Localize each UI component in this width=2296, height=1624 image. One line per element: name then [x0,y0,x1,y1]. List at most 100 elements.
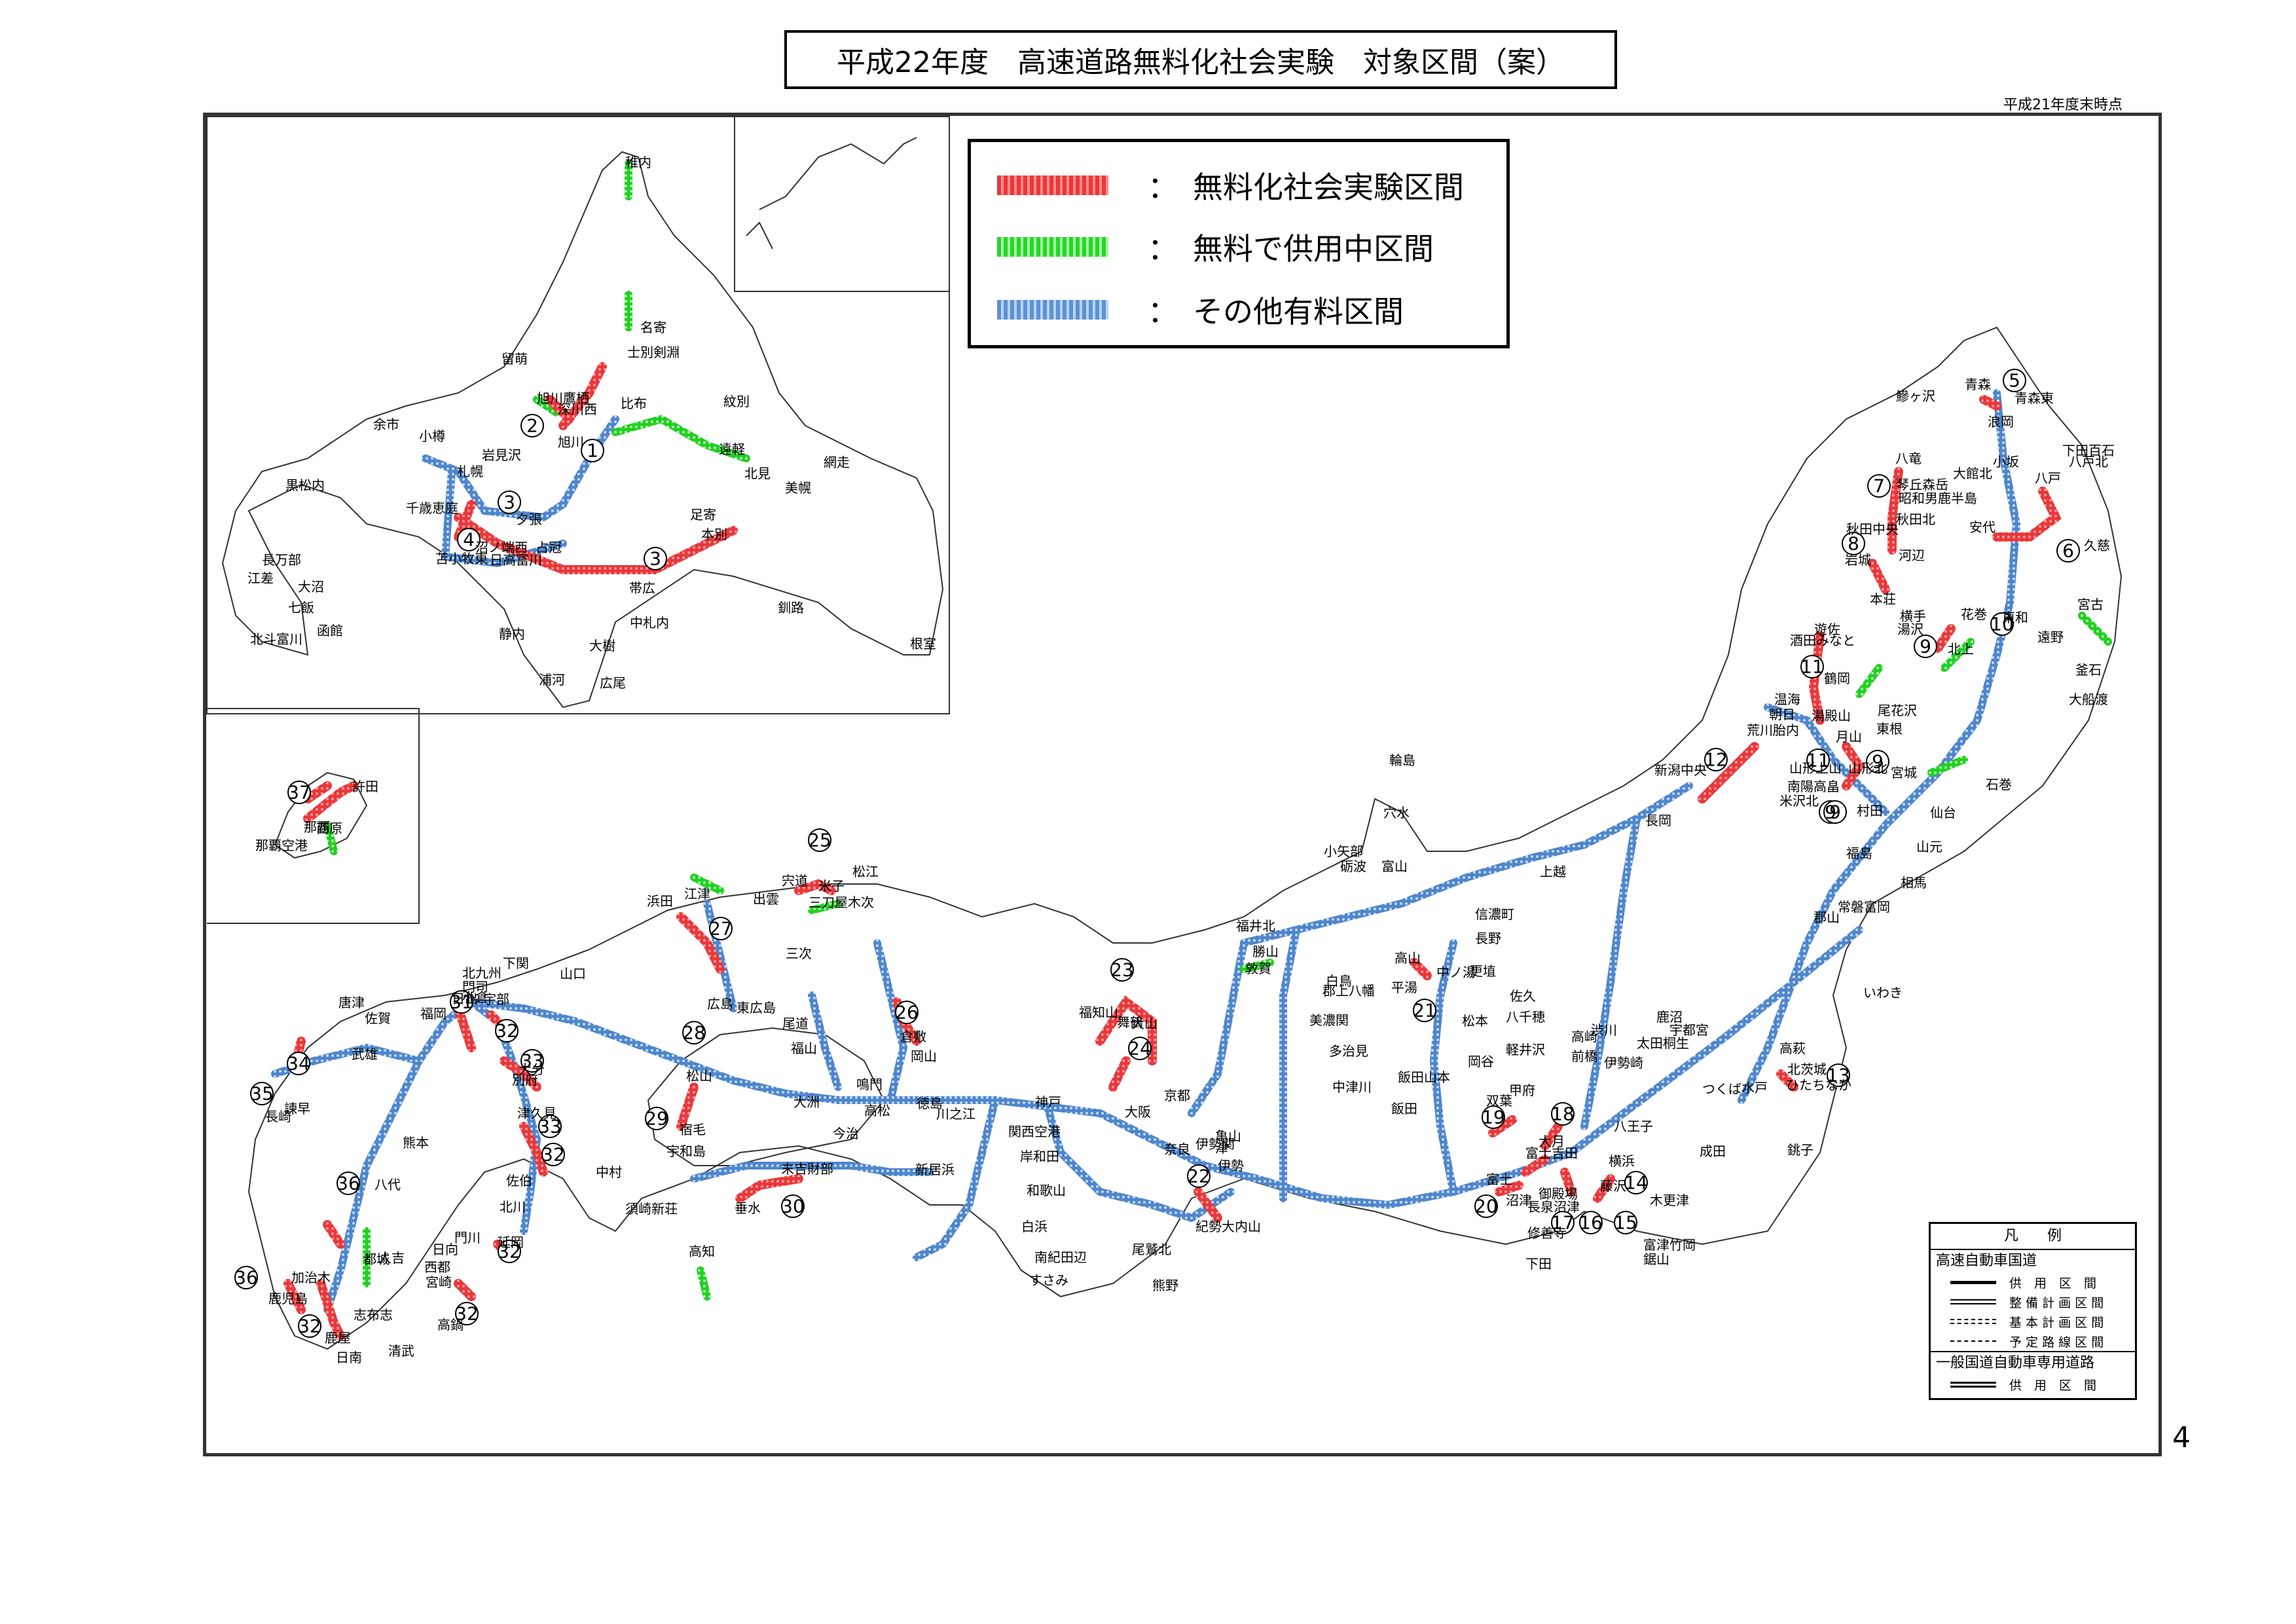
place-label: 足寄 [690,507,716,523]
place-label: 青森東 [2014,390,2054,406]
place-label: 福井北 [1236,918,1275,934]
place-label: 福山 [791,1041,817,1056]
place-label: 留萌 [501,351,528,367]
place-label: 久慈 [2084,538,2110,553]
place-label: 秋田北 [1896,511,1935,527]
section-number: 35 [250,1083,274,1105]
place-label: 穴水 [1383,805,1410,821]
place-label: 網走 [824,454,850,470]
line-swatch [1950,1280,1996,1284]
place-label: 八代 [374,1177,401,1192]
place-label: 温海 [1774,692,1800,707]
place-label: 石巻 [1986,777,2012,792]
section-number: 7 [1873,475,1885,497]
place-label: 長万部 [262,552,301,568]
place-label: 那覇 [304,819,330,835]
place-label: 遠野 [2037,629,2064,645]
section-number: 25 [808,830,831,851]
place-label: 日出 [452,991,478,1006]
section-number: 32 [495,1020,519,1042]
place-label: 更埴 [1470,963,1496,979]
legend-label: ： 無料で供用中区間 [1148,231,1434,267]
place-label: 渋川 [1591,1022,1617,1038]
place-label: 平湯 [1391,980,1417,995]
place-label: 富津竹岡 [1643,1237,1696,1253]
legend-divider [1931,1351,2135,1352]
section-number: 14 [1624,1172,1648,1194]
place-label: 宿毛 [680,1122,706,1137]
place-label: 那覇空港 [255,838,308,853]
section-number: 24 [1128,1038,1152,1060]
place-label: 山口 [560,966,586,982]
place-label: 新居浜 [915,1162,955,1177]
free-in-use-network [323,160,2112,1301]
place-label: 和歌山 [1027,1183,1066,1198]
place-label: 静内 [499,626,525,642]
section-number: 12 [1704,749,1728,771]
place-label: 湯沢 [1897,621,1923,637]
place-label: 津 [1215,1140,1228,1156]
section-number: 1 [587,440,598,462]
place-label: 熊本 [403,1135,429,1151]
place-label: 紋別 [723,394,750,409]
place-label: 月山 [1836,729,1862,745]
place-label: 南陽高畠 [1787,779,1840,794]
place-label: 米子 [818,878,845,894]
place-label: 唐津 [338,995,365,1010]
place-label: 宇部 [483,991,509,1007]
place-label: 垂水 [735,1200,761,1216]
page-number: 4 [2172,1421,2191,1454]
section-number: 19 [1482,1107,1505,1128]
section-number: 32 [298,1316,321,1337]
place-label: 松本 [1462,1013,1488,1029]
place-label: 伊勢 [1218,1158,1244,1173]
place-label: すさみ [1029,1272,1068,1288]
line-swatch [1950,1340,1996,1342]
northern-islands-inset-frame [734,117,949,292]
place-label: 伊勢崎 [1604,1055,1643,1071]
place-label: 須崎新荘 [625,1201,678,1217]
place-label: 北斗富川 [250,631,302,647]
place-label: 大分 [519,1061,545,1077]
section-number: 11 [1806,750,1830,771]
line-swatch [1950,1381,1996,1388]
section-number: 9 [1829,802,1841,823]
line-swatch [1950,1299,1996,1304]
place-label: 砺波 [1340,858,1366,874]
place-label: 上越 [1540,864,1566,879]
section-number: 22 [1187,1166,1211,1187]
section-number-labels: 1 2 3 3 4 5 6 7 8 9 9 9 9 10 11 11 12 13… [234,370,2074,1337]
place-label: 京都 [1164,1088,1190,1103]
place-label: 富士吉田 [1525,1145,1578,1161]
place-label: 北川 [500,1199,526,1215]
place-label: 鹿屋 [325,1330,351,1346]
place-label: 大阪 [1125,1104,1151,1120]
place-label: 郡山 [1813,910,1840,925]
section-number: 15 [1614,1212,1637,1234]
place-label: 延岡 [498,1234,524,1250]
place-label: 根室 [910,636,936,652]
place-label: 舞鶴 [1117,1014,1143,1030]
place-labels-kanto-chubu: 輪島 穴水 小矢部 砺波 富山 福井北 勝山 中ノ湯 平湯 高山 上越 信濃町 … [1008,752,1851,1293]
place-label: 福知山 [1079,1005,1118,1020]
section-number: 32 [498,1241,521,1263]
place-label: 川之江 [936,1106,975,1122]
place-label: 中村 [596,1164,622,1180]
place-label: 高山 [1394,950,1421,966]
place-label: 飯田山本 [1398,1069,1450,1085]
place-label: 小矢部 [1324,843,1363,859]
section-number: 33 [538,1116,562,1137]
place-label: 銚子 [1787,1142,1813,1158]
place-label: 別府 [512,1072,538,1088]
place-label: 太田桐生 [1637,1035,1689,1051]
section-number: 21 [1413,1000,1436,1022]
place-label: 東広島 [737,1000,776,1016]
place-label: 仙台 [1930,805,1956,821]
place-label: 稚内 [625,155,651,170]
place-label: 信濃町 [1475,906,1514,922]
place-label: 奈良 [1164,1141,1190,1157]
place-label: 末吉財部 [781,1161,833,1177]
place-label: 日南 [336,1350,362,1365]
section-number: 5 [2009,370,2020,392]
section-number: 37 [287,782,311,803]
